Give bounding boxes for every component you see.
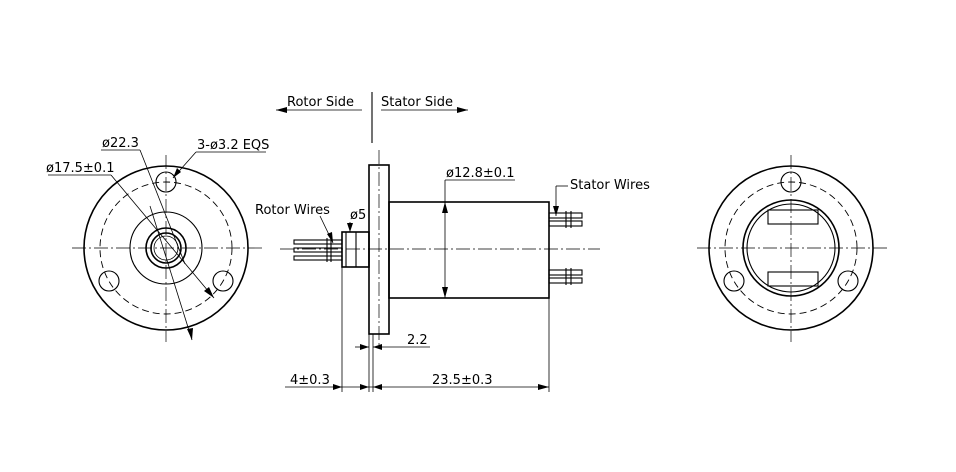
wire-slot: [767, 271, 819, 287]
dia-22-3-label: ø22.3: [102, 136, 139, 151]
mounting-hole: [212, 270, 234, 292]
wire-slot: [767, 209, 819, 225]
dim-23-5-label: 23.5±0.3: [432, 373, 493, 388]
rotor-wires-label: Rotor Wires: [255, 203, 330, 218]
dia-5-label: ø5: [350, 208, 366, 223]
stator-side-label: Stator Side: [381, 95, 453, 110]
mounting-hole: [837, 270, 859, 292]
stator-wires-label: Stator Wires: [570, 178, 650, 193]
mounting-hole: [723, 270, 745, 292]
rotor-side-label: Rotor Side: [287, 95, 354, 110]
rotor-end-view: [48, 149, 266, 342]
side-view: [276, 92, 600, 392]
dim-2-2-label: 2.2: [407, 333, 428, 348]
dim-4-label: 4±0.3: [290, 373, 330, 388]
dia-17-5-label: ø17.5±0.1: [46, 161, 114, 176]
mounting-hole: [98, 270, 120, 292]
holes-label: 3-ø3.2 EQS: [197, 138, 269, 153]
dia-12-8-label: ø12.8±0.1: [446, 166, 514, 181]
stator-end-view: [697, 155, 887, 342]
